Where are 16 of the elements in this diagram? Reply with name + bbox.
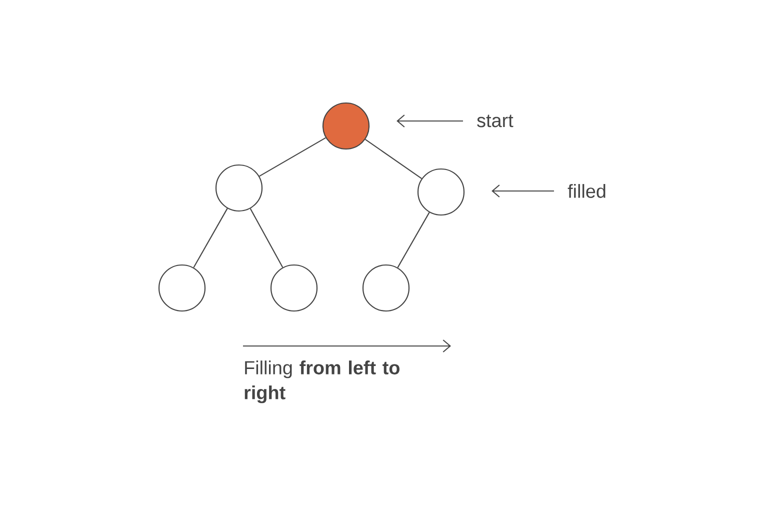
pointer-arrow [492, 184, 554, 198]
node-label: filled [568, 184, 606, 198]
tree-node [362, 264, 410, 312]
tree-edge [397, 212, 430, 268]
node-label: start [477, 114, 514, 128]
tree-node [322, 102, 370, 150]
caption-text: Filling from left to right [244, 360, 400, 404]
tree-node [215, 164, 263, 212]
tree-edge [250, 208, 284, 268]
tree-edge [193, 208, 228, 268]
tree-node [417, 168, 465, 216]
tree-edge [365, 138, 422, 179]
tree-edge [259, 137, 326, 177]
tree-node [158, 264, 206, 312]
pointer-arrow [396, 114, 463, 128]
tree-node [270, 264, 318, 312]
